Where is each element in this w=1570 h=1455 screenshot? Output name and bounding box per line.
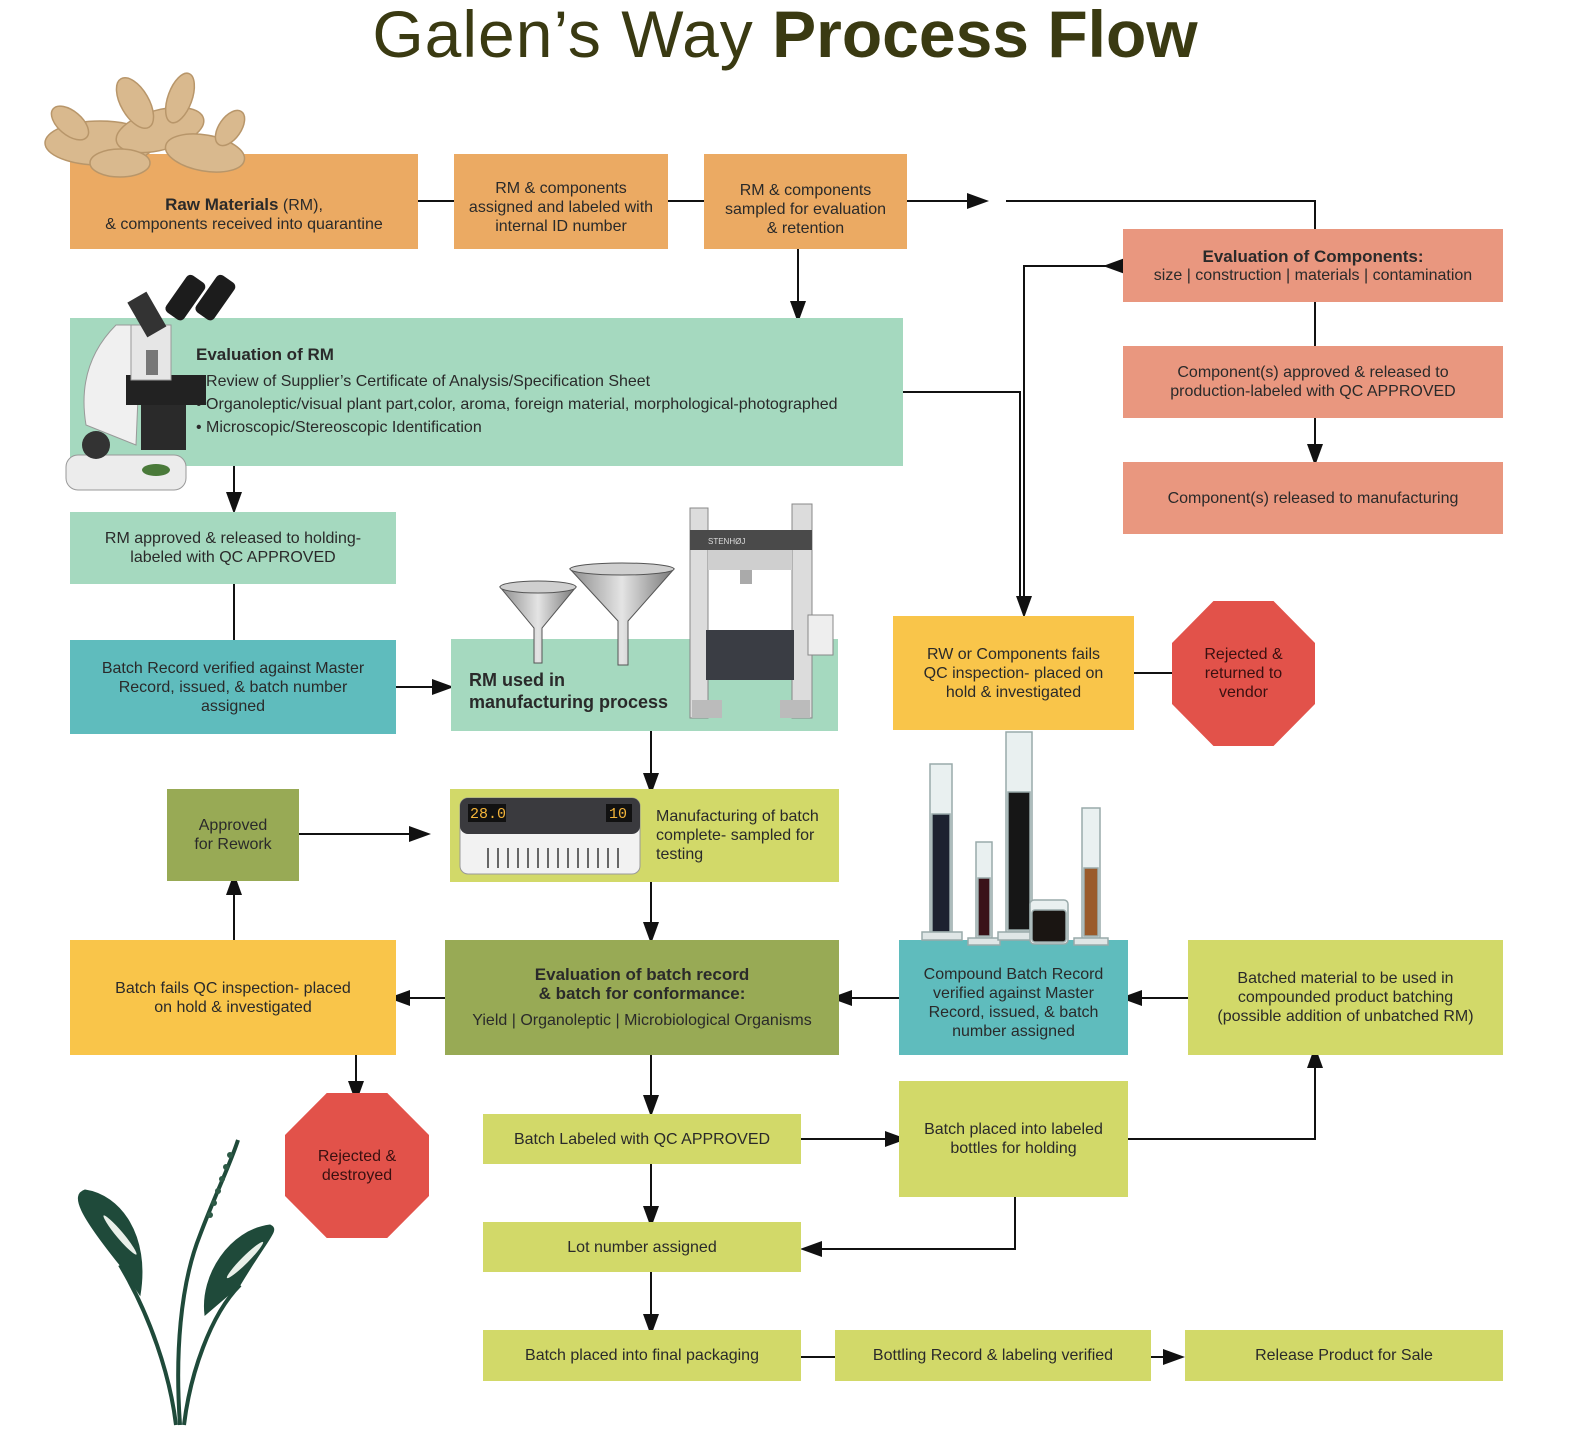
arrow-right <box>409 826 431 842</box>
connector <box>650 1055 652 1097</box>
bullet-item: Microscopic/Stereoscopic Identification <box>196 416 838 439</box>
arrow-down <box>226 492 242 514</box>
rm-assigned-box: RM & components assigned and labeled wit… <box>454 154 668 249</box>
bullet-item: Organoleptic/visual plant part,color, ar… <box>196 393 837 416</box>
batch-bottles-box: Batch placed into labeled bottles for ho… <box>899 1081 1128 1197</box>
rw-fails-box: RW or Components fails QC inspection- pl… <box>893 616 1134 730</box>
rejected-destroyed-stop: Rejected & destroyed <box>285 1093 429 1238</box>
eval-batch-title: Evaluation of batch record & batch for c… <box>534 965 750 1003</box>
incubator-count: 10 <box>609 806 627 823</box>
manufacturing-complete-label: Manufacturing of batch complete- sampled… <box>656 808 819 863</box>
connector <box>299 833 411 835</box>
connector <box>1314 418 1316 444</box>
connector <box>801 1356 835 1358</box>
rm-approved-box: RM approved & released to holding- label… <box>70 512 396 584</box>
rejected-destroyed-label: Rejected & destroyed <box>317 1147 397 1184</box>
raw-materials-box: Raw Materials (RM), & components receive… <box>70 154 418 249</box>
connector <box>1314 1066 1316 1140</box>
bottling-record-box: Bottling Record & labeling verified <box>835 1330 1151 1381</box>
connector <box>396 686 434 688</box>
eval-components-box: Evaluation of Components: size | constru… <box>1123 229 1503 302</box>
connector <box>233 895 235 940</box>
microscope-illustration <box>65 274 236 491</box>
arrow-down <box>643 922 659 944</box>
rm-sampled-box: RM & components sampled for evaluation &… <box>704 154 907 249</box>
connector <box>903 391 1021 393</box>
arrow-right <box>1163 1349 1185 1365</box>
approved-rework-box: Approved for Rework <box>167 789 299 881</box>
press-illustration: STENHØJ <box>689 503 834 719</box>
connector <box>1314 200 1316 229</box>
connector <box>1024 265 1110 267</box>
rejected-vendor-stop: Rejected & returned to vendor <box>1172 601 1315 746</box>
components-approved-box: Component(s) approved & released to prod… <box>1123 346 1503 418</box>
connector <box>1128 1138 1316 1140</box>
eval-rm-box: Evaluation of RM Review of Supplier’s Ce… <box>70 318 903 466</box>
page-title: Galen’s Way Process Flow <box>0 0 1570 72</box>
eval-batch-box: Evaluation of batch record & batch for c… <box>445 940 839 1055</box>
connector <box>408 997 445 999</box>
arrow-right <box>967 193 989 209</box>
connector <box>650 1164 652 1206</box>
connector <box>1006 200 1316 202</box>
release-product-box: Release Product for Sale <box>1185 1330 1503 1381</box>
connector <box>650 1272 652 1314</box>
cylinders-illustration <box>921 731 1109 946</box>
connector <box>1023 265 1025 599</box>
arrow-down <box>790 301 806 323</box>
connector <box>650 882 652 924</box>
eval-components-sub: size | construction | materials | contam… <box>1153 266 1473 284</box>
arrow-down <box>643 1095 659 1117</box>
eval-rm-title: Evaluation of RM <box>196 345 334 364</box>
batched-material-box: Batched material to be used in compounde… <box>1188 940 1503 1055</box>
bullet-item: Review of Supplier’s Certificate of Anal… <box>196 370 838 393</box>
lot-number-box: Lot number assigned <box>483 1222 801 1272</box>
funnels-illustration <box>498 562 676 666</box>
batch-labeled-box: Batch Labeled with QC APPROVED <box>483 1114 801 1164</box>
connector <box>1014 1197 1016 1250</box>
connector <box>820 1248 1016 1250</box>
arrow-left <box>800 1241 822 1257</box>
arrow-down <box>1016 596 1032 618</box>
connector <box>233 466 235 492</box>
connector <box>907 200 967 202</box>
connector <box>1019 391 1021 599</box>
connector <box>1140 997 1188 999</box>
compound-batch-box: Compound Batch Record verified against M… <box>899 940 1128 1055</box>
connector <box>650 731 652 775</box>
rejected-vendor-label: Rejected & returned to vendor <box>1204 646 1283 701</box>
raw-materials-bold: Raw Materials <box>165 195 279 214</box>
components-released-box: Component(s) released to manufacturing <box>1123 462 1503 534</box>
raw-materials-line2: & components received into quarantine <box>105 216 383 233</box>
ginger-root-illustration <box>44 72 246 178</box>
connector <box>801 1138 887 1140</box>
press-brand: STENHØJ <box>708 537 745 546</box>
title-bold: Process Flow <box>772 0 1198 71</box>
connector <box>797 249 799 301</box>
connector <box>1134 672 1174 674</box>
eval-components-title: Evaluation of Components: <box>1202 246 1424 266</box>
raw-materials-rest: (RM), <box>278 197 323 214</box>
title-light: Galen’s Way <box>372 0 754 71</box>
incubator-illustration: 28.0 10 <box>459 797 641 875</box>
incubator-temp: 28.0 <box>470 806 506 823</box>
batch-record-verified-box: Batch Record verified against Master Rec… <box>70 640 396 734</box>
connector <box>850 997 900 999</box>
eval-batch-sub: Yield | Organoleptic | Microbiological O… <box>472 1012 812 1029</box>
final-packaging-box: Batch placed into final packaging <box>483 1330 801 1381</box>
connector <box>668 200 704 202</box>
connector <box>233 584 235 640</box>
batch-fails-box: Batch fails QC inspection- placed on hol… <box>70 940 396 1055</box>
eval-rm-bullets: Review of Supplier’s Certificate of Anal… <box>196 370 838 439</box>
rm-used-label: RM used in manufacturing process <box>469 670 669 712</box>
arrow-left <box>1103 258 1125 274</box>
connector <box>418 200 454 202</box>
arrow-down <box>1307 444 1323 466</box>
connector <box>1151 1356 1165 1358</box>
connector <box>355 1055 357 1081</box>
arrow-right <box>432 679 454 695</box>
plant-illustration <box>77 1139 275 1426</box>
connector <box>1314 302 1316 346</box>
